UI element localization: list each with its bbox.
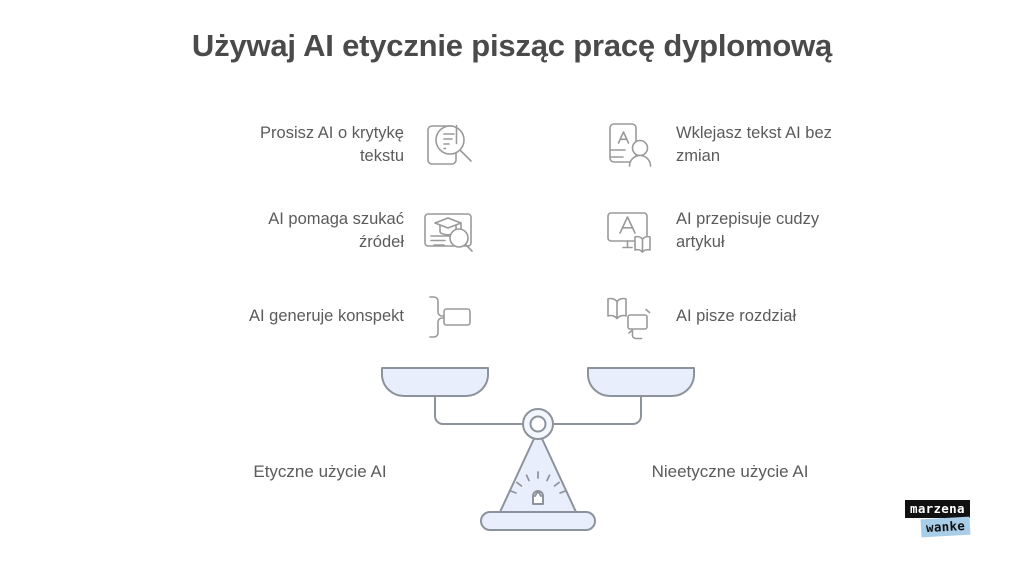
mindmap-outline-icon [418, 286, 480, 348]
ethical-column: Prosisz AI o krytykę tekstu AI pomaga sz… [160, 108, 480, 366]
page-title: Używaj AI etycznie pisząc pracę dyplomow… [191, 28, 833, 63]
list-item: AI pomaga szukać źródeł [160, 194, 480, 268]
graduation-cap-search-icon [418, 200, 480, 262]
brand-logo: marzena wanke [905, 500, 1001, 546]
ethical-item-label: Prosisz AI o krytykę tekstu [260, 123, 404, 165]
document-person-icon [600, 114, 662, 176]
list-item: Wklejasz tekst AI bez zmian [600, 108, 930, 182]
screen-book-icon [600, 200, 662, 262]
ethical-item-label: AI generuje konspekt [248, 307, 404, 326]
list-item: AI przepisuje cudzy artykuł [600, 194, 930, 268]
brand-logo-line1: marzena [905, 500, 970, 518]
unethical-item-label: Wklejasz tekst AI bez zmian [676, 123, 832, 165]
unethical-item-label: AI przepisuje cudzy artykuł [676, 209, 820, 251]
list-item: AI pisze rozdział [600, 280, 930, 354]
unethical-heading: Nieetyczne użycie AI [651, 462, 809, 481]
document-magnifier-icon [418, 114, 480, 176]
unethical-item-label: AI pisze rozdział [676, 307, 797, 326]
ethical-item-label: AI pomaga szukać źródeł [268, 209, 404, 251]
balance-scale-illustration [368, 358, 708, 548]
book-writing-icon [600, 286, 662, 348]
brand-logo-line2: wanke [920, 516, 971, 538]
list-item: Prosisz AI o krytykę tekstu [160, 108, 480, 182]
unethical-column: Wklejasz tekst AI bez zmian AI przepisuj… [600, 108, 930, 366]
list-item: AI generuje konspekt [160, 280, 480, 354]
ethical-heading: Etyczne użycie AI [253, 462, 387, 481]
